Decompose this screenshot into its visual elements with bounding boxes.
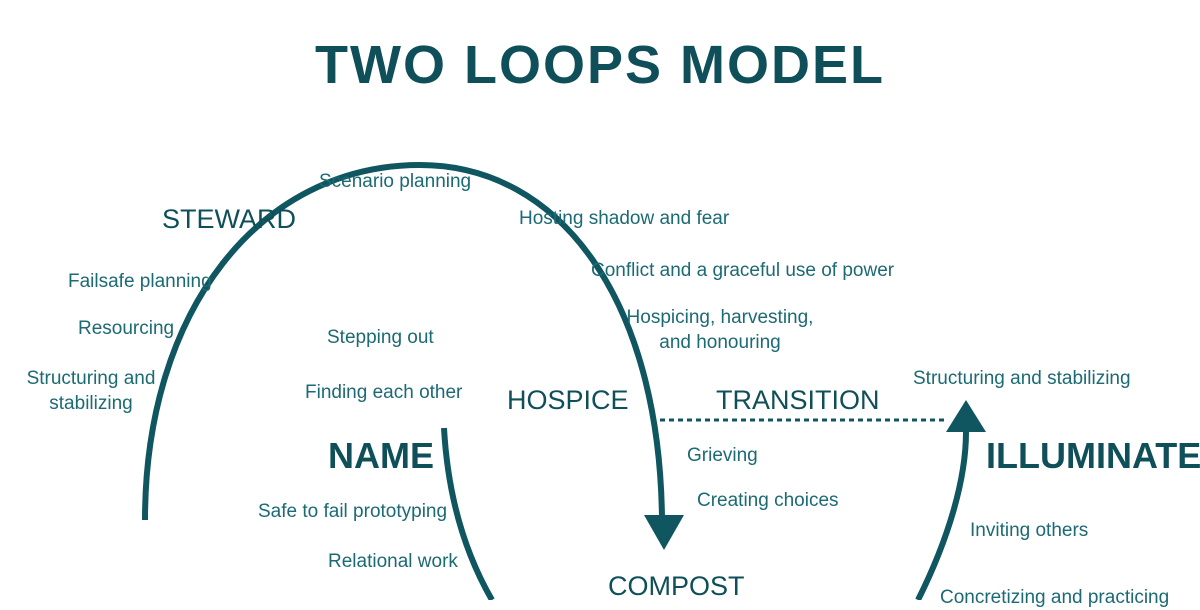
stage-name: NAME <box>328 435 434 476</box>
practice-stepping-out: Stepping out <box>327 327 434 348</box>
stage-steward: STEWARD <box>162 204 296 234</box>
practice-safe-to-fail: Safe to fail prototyping <box>258 501 448 522</box>
practice-grieving: Grieving <box>687 445 758 466</box>
diagram-title: TWO LOOPS MODEL <box>315 35 885 95</box>
practice-inviting-others: Inviting others <box>970 520 1089 541</box>
practice-structuring-line1: Structuring and <box>26 368 156 389</box>
practice-structuring-line2: stabilizing <box>49 393 133 414</box>
practice-hospicing-line2: and honouring <box>659 332 781 353</box>
practice-failsafe-planning: Failsafe planning <box>68 271 212 292</box>
practice-conflict-power: Conflict and a graceful use of power <box>591 260 895 281</box>
practice-scenario-planning: Scenario planning <box>319 171 472 192</box>
hospice-arrowhead <box>644 515 684 550</box>
practice-hospicing-line1: Hospicing, harvesting, <box>626 307 814 328</box>
emerging-loop-left <box>441 427 495 600</box>
practice-finding-each-other: Finding each other <box>305 382 463 403</box>
stage-compost: COMPOST <box>608 571 745 601</box>
old-system-loop <box>142 161 665 521</box>
practice-concretizing: Concretizing and practicing <box>940 587 1170 608</box>
new-system-loop <box>915 431 969 600</box>
stage-hospice: HOSPICE <box>507 385 629 415</box>
stage-illuminate: ILLUMINATE <box>986 435 1200 476</box>
practice-structuring-stabilizing: Structuring and stabilizing <box>913 368 1131 389</box>
practice-resourcing: Resourcing <box>78 318 175 339</box>
stage-transition: TRANSITION <box>716 385 880 415</box>
practice-creating-choices: Creating choices <box>697 490 839 511</box>
practice-hosting-shadow: Hosting shadow and fear <box>519 208 730 229</box>
illuminate-arrowhead <box>946 400 986 432</box>
practice-relational-work: Relational work <box>328 551 458 572</box>
